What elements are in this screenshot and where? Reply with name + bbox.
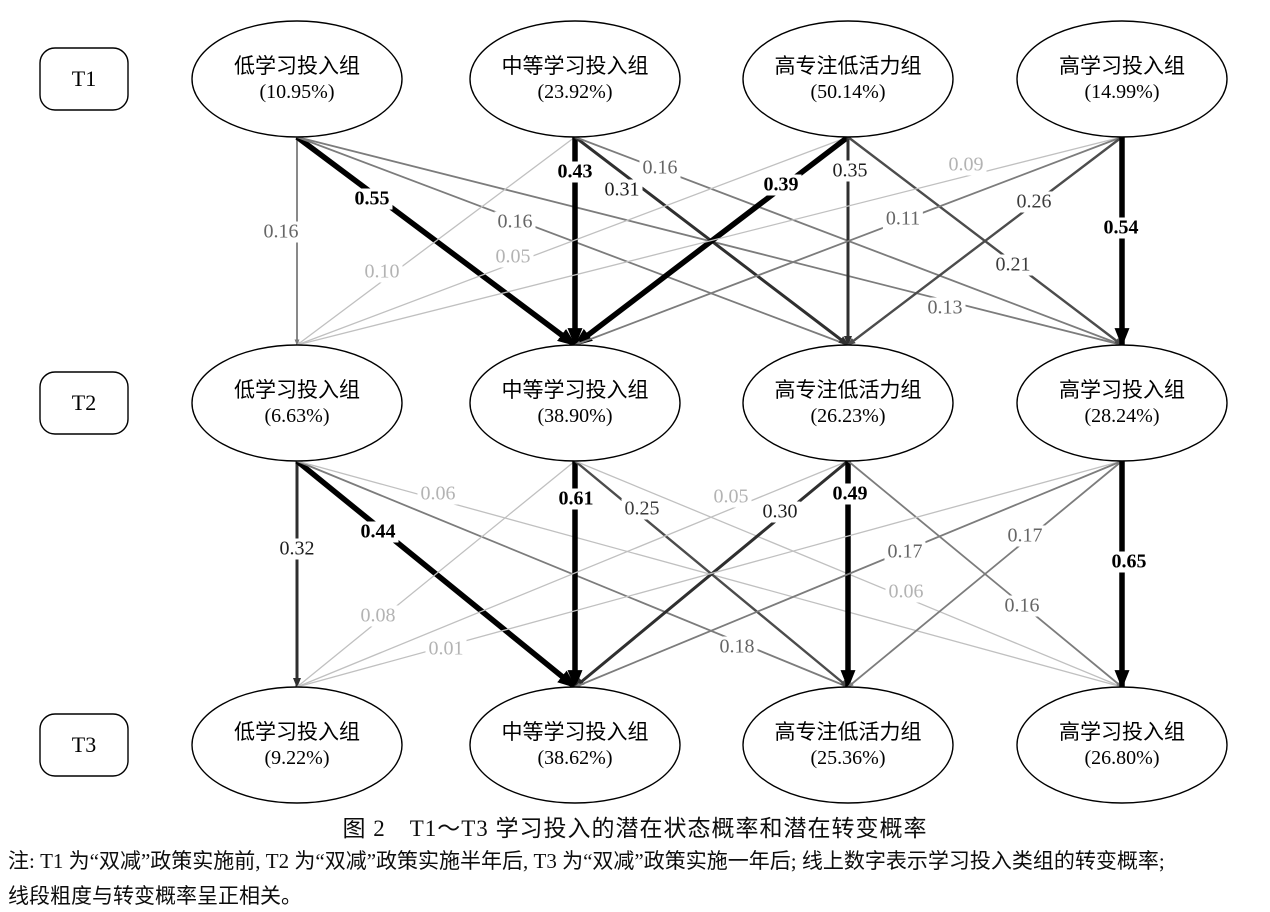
- transition-probability-t1-to-t2-low-engagement-to-medium-engagement: 0.55: [351, 188, 393, 210]
- state-ellipse-t2-low-engagement: [191, 344, 403, 462]
- transition-arrow-t1-to-t2-high-engagement-to-medium-engagement: [574, 136, 1123, 346]
- transition-probability-t1-to-t2-high-focus-low-energy-to-medium-engagement: 0.39: [760, 174, 802, 196]
- timepoint-box-t1: [39, 47, 129, 111]
- state-ellipse-t1-high-focus-low-energy: [742, 20, 954, 138]
- figure-note-line2: 线段粗度与转变概率呈正相关。: [8, 884, 302, 908]
- transition-arrow-t2-to-t3-high-engagement-to-high-focus-low-energy: [847, 460, 1123, 688]
- transition-probability-t1-to-t2-high-engagement-to-high-focus-low-energy: 0.26: [1013, 191, 1055, 213]
- transition-probability-t1-to-t2-high-focus-low-energy-to-low-engagement: 0.05: [492, 246, 534, 268]
- transition-probability-t2-to-t3-medium-engagement-to-medium-engagement: 0.61: [555, 488, 597, 510]
- figure-caption: 图 2 T1～T3 学习投入的潜在状态概率和潜在转变概率: [342, 816, 928, 841]
- transition-arrow-t1-to-t2-medium-engagement-to-low-engagement: [296, 136, 576, 346]
- transition-probability-t2-to-t3-high-engagement-to-high-focus-low-energy: 0.17: [1004, 525, 1046, 547]
- transition-probability-t2-to-t3-low-engagement-to-high-focus-low-energy: 0.18: [716, 636, 758, 658]
- transition-probability-t2-to-t3-medium-engagement-to-high-engagement: 0.06: [885, 581, 927, 603]
- transition-probability-t1-to-t2-high-focus-low-energy-to-high-engagement: 0.21: [992, 254, 1034, 276]
- timepoint-box-t3: [39, 713, 129, 777]
- transition-probability-t2-to-t3-low-engagement-to-medium-engagement: 0.44: [357, 521, 399, 543]
- state-ellipse-t2-high-engagement: [1016, 344, 1228, 462]
- state-ellipse-t3-medium-engagement: [469, 686, 681, 804]
- transition-probability-t1-to-t2-high-engagement-to-medium-engagement: 0.11: [882, 208, 924, 230]
- transition-probability-t1-to-t2-low-engagement-to-low-engagement: 0.16: [260, 221, 302, 243]
- transition-arrow-t1-to-t2-high-engagement-to-high-focus-low-energy: [847, 136, 1123, 346]
- transition-arrow-t2-to-t3-medium-engagement-to-low-engagement: [296, 460, 576, 688]
- transition-probability-t2-to-t3-medium-engagement-to-high-focus-low-energy: 0.25: [621, 498, 663, 520]
- transition-arrow-t1-to-t2-high-focus-low-energy-to-low-engagement: [296, 136, 849, 346]
- figure-note-line1: 注: T1 为“双减”政策实施前, T2 为“双减”政策实施半年后, T3 为“…: [8, 849, 1165, 873]
- transition-probability-t2-to-t3-high-engagement-to-high-engagement: 0.65: [1108, 551, 1150, 573]
- transition-probability-t2-to-t3-low-engagement-to-high-engagement: 0.06: [417, 483, 459, 505]
- state-ellipse-t1-medium-engagement: [469, 20, 681, 138]
- transition-arrow-t2-to-t3-high-focus-low-energy-to-low-engagement: [296, 460, 849, 688]
- transition-probability-t1-to-t2-medium-engagement-to-high-focus-low-energy: 0.31: [601, 179, 643, 201]
- timepoint-label-t3: T3: [71, 732, 97, 757]
- state-ellipse-t2-high-focus-low-energy: [742, 344, 954, 462]
- transition-probability-t1-to-t2-high-engagement-to-high-engagement: 0.54: [1100, 217, 1142, 239]
- transition-probability-t1-to-t2-medium-engagement-to-low-engagement: 0.10: [361, 261, 403, 283]
- state-ellipse-t1-high-engagement: [1016, 20, 1228, 138]
- timepoint-label-t2: T2: [71, 390, 97, 415]
- transition-probability-t2-to-t3-high-engagement-to-low-engagement: 0.01: [425, 638, 467, 660]
- timepoint-label-t1: T1: [71, 66, 97, 91]
- timepoint-box-t2: [39, 371, 129, 435]
- transition-probability-t2-to-t3-high-focus-low-energy-to-low-engagement: 0.05: [710, 486, 752, 508]
- transition-probability-t2-to-t3-medium-engagement-to-low-engagement: 0.08: [357, 605, 399, 627]
- transition-probability-t2-to-t3-high-engagement-to-medium-engagement: 0.17: [884, 541, 926, 563]
- transition-probability-t1-to-t2-low-engagement-to-high-engagement: 0.13: [924, 297, 966, 319]
- state-ellipse-t3-high-engagement: [1016, 686, 1228, 804]
- transition-probability-t2-to-t3-high-focus-low-energy-to-high-focus-low-energy: 0.49: [829, 483, 871, 505]
- transition-probability-t2-to-t3-low-engagement-to-low-engagement: 0.32: [276, 538, 318, 560]
- state-ellipse-t3-low-engagement: [191, 686, 403, 804]
- transition-probability-t2-to-t3-high-focus-low-energy-to-medium-engagement: 0.30: [759, 501, 801, 523]
- transition-probability-t1-to-t2-high-engagement-to-low-engagement: 0.09: [945, 154, 987, 176]
- transition-probability-t1-to-t2-high-focus-low-energy-to-high-focus-low-energy: 0.35: [829, 160, 871, 182]
- transition-probability-t1-to-t2-medium-engagement-to-medium-engagement: 0.43: [554, 161, 596, 183]
- transition-arrow-t2-to-t3-high-engagement-to-medium-engagement: [574, 460, 1123, 688]
- state-ellipse-t1-low-engagement: [191, 20, 403, 138]
- transition-probability-t1-to-t2-medium-engagement-to-high-engagement: 0.16: [639, 157, 681, 179]
- state-ellipse-t3-high-focus-low-energy: [742, 686, 954, 804]
- transition-probability-t2-to-t3-high-focus-low-energy-to-high-engagement: 0.16: [1001, 595, 1043, 617]
- state-ellipse-t2-medium-engagement: [469, 344, 681, 462]
- transition-probability-t1-to-t2-low-engagement-to-high-focus-low-energy: 0.16: [494, 211, 536, 233]
